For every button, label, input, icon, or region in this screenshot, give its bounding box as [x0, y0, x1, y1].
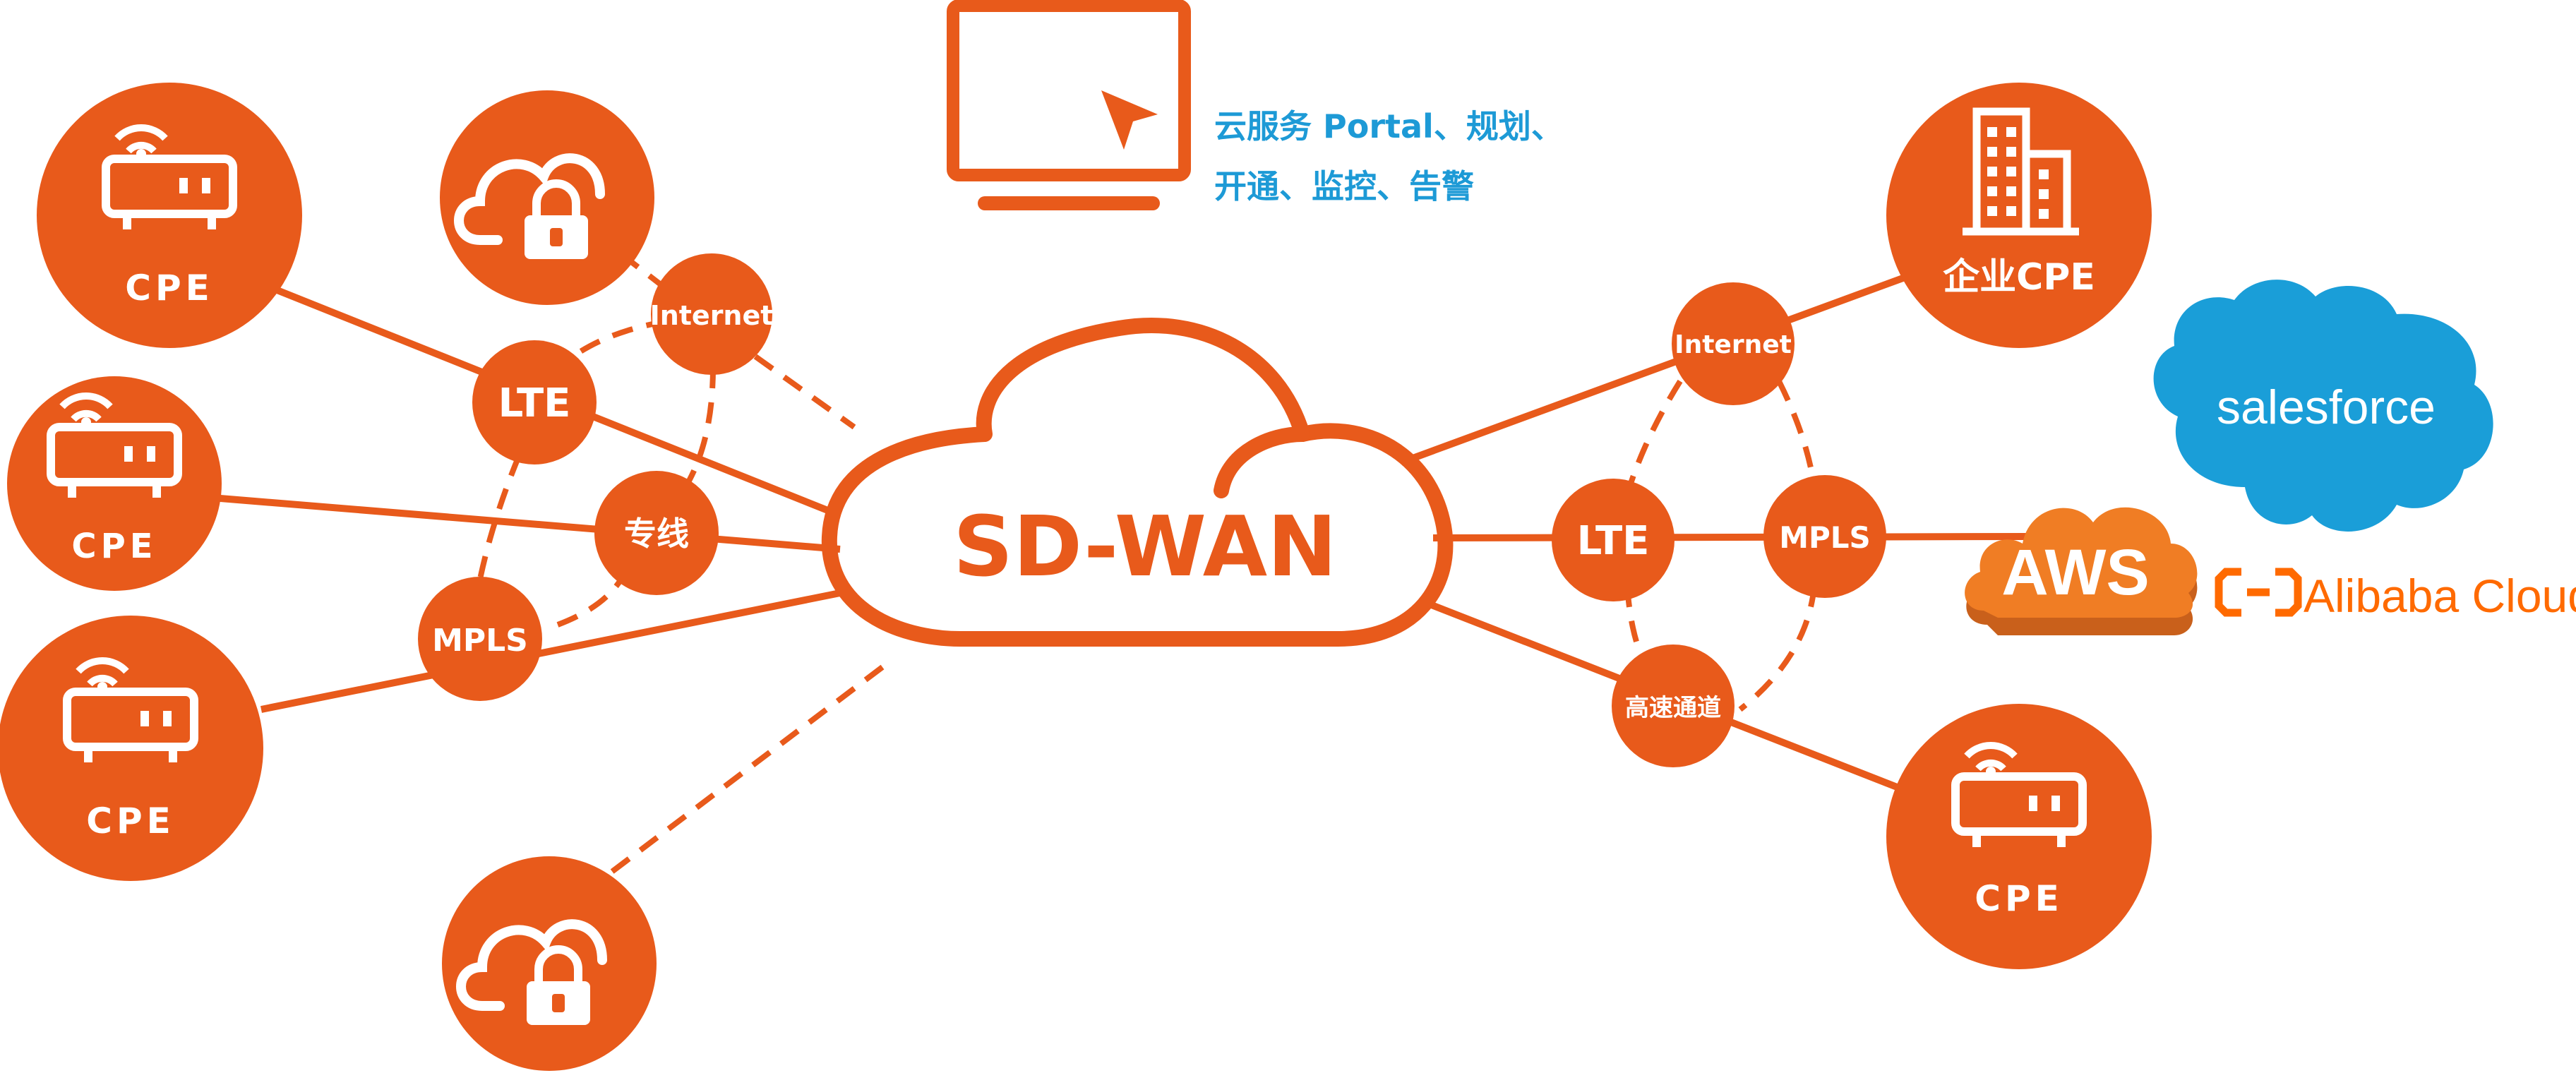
left-device-cpe-3: CPE	[0, 616, 263, 881]
right-node-lte: LTE	[1552, 479, 1675, 601]
right-node-highspeed: 高速通道	[1612, 645, 1735, 767]
node-label: 高速通道	[1625, 694, 1721, 722]
portal-description-line1: 云服务 Portal、规划、	[1214, 107, 1564, 145]
link-cpe2-core	[211, 494, 841, 553]
left-secure-cloud-top	[440, 90, 654, 305]
portal-description-line2: 开通、监控、告警	[1214, 167, 1474, 205]
right-device-enterprise-cpe: 企业CPE	[1886, 83, 2152, 348]
alibaba-cloud-logo: Alibaba Cloud	[2215, 568, 2576, 622]
building-icon	[1963, 107, 2079, 236]
aws-logo: AWS	[1965, 507, 2198, 635]
node-label: MPLS	[432, 623, 528, 659]
left-node-lte: LTE	[472, 340, 597, 464]
left-secure-cloud-bottom	[442, 856, 657, 1071]
device-label: 企业CPE	[1943, 256, 2095, 299]
node-label: 专线	[624, 515, 689, 553]
device-label: CPE	[86, 801, 175, 841]
link-cpe3-core	[260, 589, 841, 713]
node-label: LTE	[498, 380, 571, 426]
aws-wordmark: AWS	[2001, 536, 2150, 609]
salesforce-logo: salesforce	[2153, 280, 2493, 532]
sd-wan-cloud	[821, 318, 1454, 647]
node-label: LTE	[1577, 518, 1650, 564]
device-label: CPE	[1975, 878, 2063, 919]
alibaba-cloud-wordmark: Alibaba Cloud	[2304, 570, 2576, 622]
device-label: CPE	[71, 527, 157, 566]
right-node-internet: Internet	[1672, 282, 1795, 405]
alibaba-cloud-icon	[2215, 568, 2302, 617]
link-core-enterprise	[1400, 268, 1922, 466]
link-core-aws	[1432, 533, 2027, 541]
left-node-mpls: MPLS	[418, 577, 542, 701]
left-node-internet: Internet	[650, 253, 774, 375]
node-label: MPLS	[1779, 520, 1871, 555]
salesforce-wordmark: salesforce	[2217, 380, 2436, 434]
left-device-cpe-2: CPE	[7, 376, 222, 591]
right-device-cpe: CPE	[1886, 704, 2152, 969]
left-device-cpe-1: CPE	[37, 83, 302, 348]
portal-monitor-icon	[947, 0, 1191, 210]
core-label: SD-WAN	[953, 498, 1337, 595]
node-label: Internet	[1675, 330, 1792, 359]
node-label: Internet	[650, 300, 774, 331]
left-node-leased-line: 专线	[594, 471, 719, 595]
right-node-mpls: MPLS	[1763, 475, 1886, 598]
device-label: CPE	[125, 268, 214, 308]
